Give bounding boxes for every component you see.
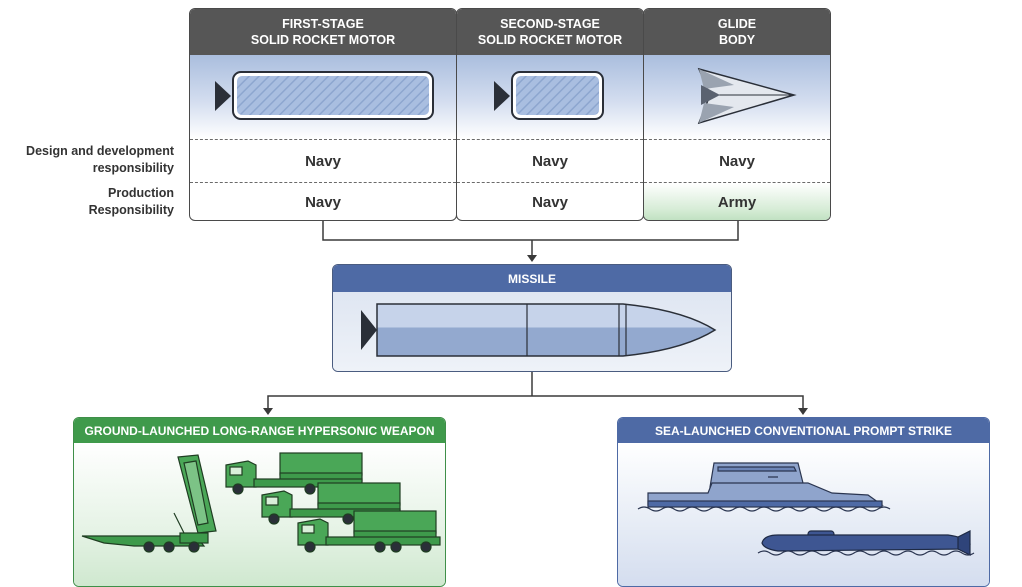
first-stage-card: FIRST-STAGE SOLID ROCKET MOTOR Navy Navy — [189, 8, 457, 221]
sea-launched-illustration — [618, 443, 989, 586]
first-stage-motor-icon — [215, 71, 434, 120]
second-stage-illustration — [457, 55, 643, 139]
missile-icon — [361, 303, 717, 357]
ship-submarine-icon — [637, 462, 975, 556]
weapon-split-line — [267, 395, 804, 409]
missile-title: MISSILE — [333, 265, 731, 292]
second-stage-design-value: Navy — [532, 152, 568, 170]
glide-body-card: GLIDE BODY Navy Army — [643, 8, 831, 221]
glide-body-design-value: Navy — [719, 152, 755, 170]
first-stage-design-value: Navy — [305, 152, 341, 170]
ground-launched-title: GROUND-LAUNCHED LONG-RANGE HYPERSONIC WE… — [74, 418, 445, 443]
second-stage-production-value: Navy — [532, 193, 568, 211]
glide-body-illustration — [644, 55, 830, 139]
first-stage-illustration — [190, 55, 456, 139]
glide-body-icon — [697, 67, 797, 125]
sea-launched-box: SEA-LAUNCHED CONVENTIONAL PROMPT STRIKE — [617, 417, 990, 587]
glide-body-production-value: Army — [644, 183, 830, 220]
sea-arrowhead — [798, 408, 808, 415]
second-stage-motor-icon — [494, 71, 604, 120]
first-stage-header: FIRST-STAGE SOLID ROCKET MOTOR — [190, 9, 456, 55]
design-responsibility-label: Design and development responsibility — [26, 144, 174, 175]
ground-arrowhead — [263, 408, 273, 415]
second-stage-header: SECOND-STAGE SOLID ROCKET MOTOR — [457, 9, 643, 55]
missile-illustration — [333, 292, 731, 371]
second-stage-card: SECOND-STAGE SOLID ROCKET MOTOR Navy Nav… — [456, 8, 644, 221]
launcher-trucks-icon — [81, 452, 441, 553]
missile-box: MISSILE — [332, 264, 732, 372]
sea-launched-title: SEA-LAUNCHED CONVENTIONAL PROMPT STRIKE — [618, 418, 989, 443]
glide-body-header: GLIDE BODY — [644, 9, 830, 55]
ground-launched-illustration — [74, 443, 445, 586]
production-responsibility-label: Production Responsibility — [88, 186, 174, 217]
ground-launched-box: GROUND-LAUNCHED LONG-RANGE HYPERSONIC WE… — [73, 417, 446, 587]
missile-arrowhead — [527, 255, 537, 262]
component-merge-line — [322, 221, 739, 241]
first-stage-production-value: Navy — [305, 193, 341, 211]
